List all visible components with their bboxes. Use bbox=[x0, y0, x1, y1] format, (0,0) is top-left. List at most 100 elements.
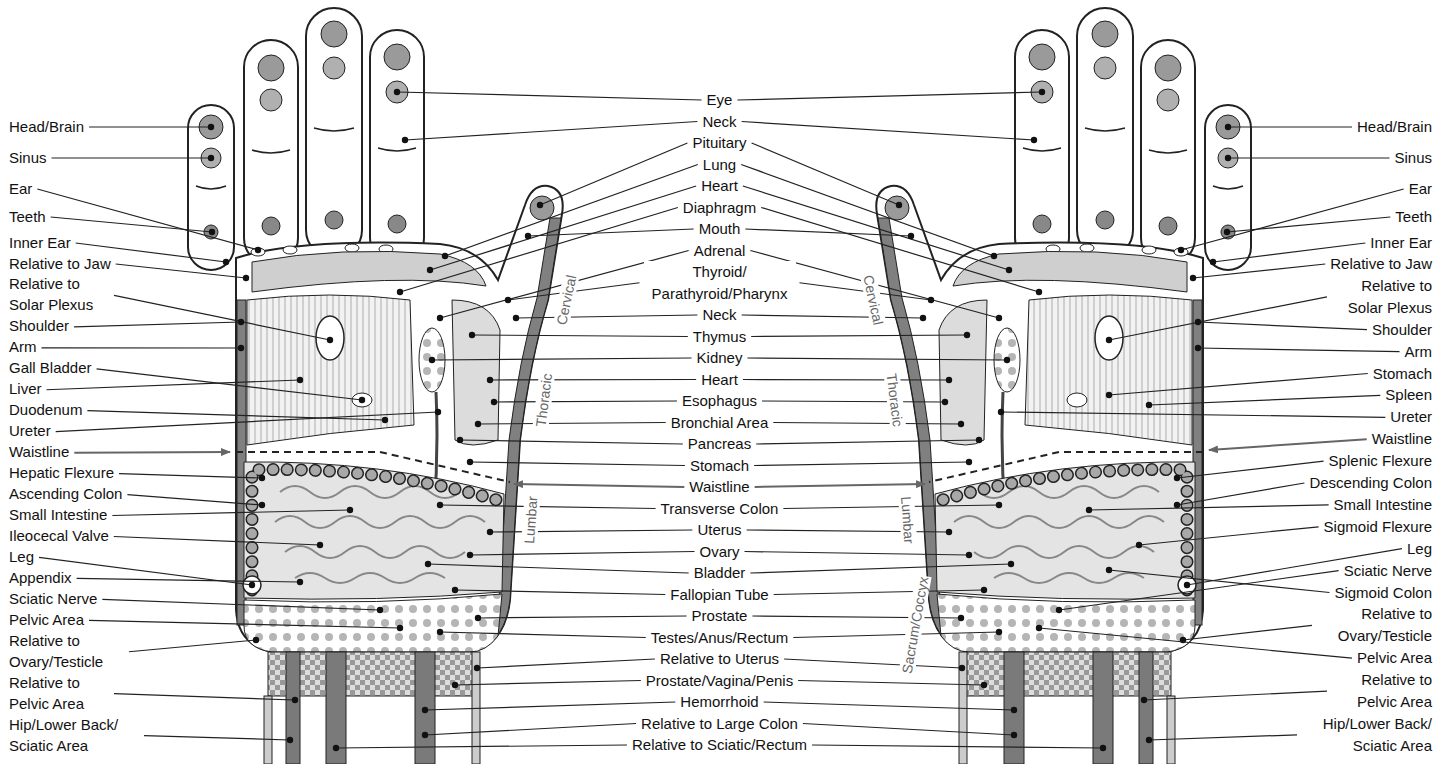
leader-dot bbox=[487, 529, 493, 535]
leader-line bbox=[1109, 297, 1327, 340]
leader-line bbox=[470, 462, 685, 466]
leader-line bbox=[528, 229, 694, 236]
leader-line bbox=[51, 217, 212, 232]
leader-line bbox=[1227, 217, 1390, 232]
leader-line bbox=[762, 401, 945, 402]
leader-dot bbox=[422, 732, 428, 738]
organ-label: Bladder bbox=[693, 562, 747, 584]
organ-label: Pancreas bbox=[687, 433, 752, 455]
leader-dot bbox=[1141, 697, 1147, 703]
leader-line bbox=[460, 440, 683, 444]
leader-dot bbox=[238, 319, 244, 325]
organ-label: Head/Brain bbox=[1356, 116, 1433, 138]
leader-dot bbox=[452, 682, 458, 688]
leader-dot bbox=[1146, 737, 1152, 743]
finger-base-zone bbox=[325, 211, 343, 229]
leader-line bbox=[432, 358, 692, 360]
organ-label: Thymus bbox=[692, 326, 747, 348]
leader-line bbox=[742, 122, 1034, 141]
leader-line bbox=[144, 736, 290, 740]
leader-line bbox=[1109, 570, 1329, 593]
leader-dot bbox=[491, 399, 497, 405]
organ-label: Liver bbox=[8, 379, 43, 400]
organ-label: Hepatic Flexure bbox=[8, 463, 115, 484]
leader-dot bbox=[287, 737, 293, 743]
organ-label: Testes/Anus/Rectum bbox=[650, 627, 790, 649]
organ-label: Ear bbox=[1408, 178, 1433, 200]
leader-line bbox=[747, 530, 949, 532]
leader-dot bbox=[896, 202, 902, 208]
leader-line bbox=[127, 495, 262, 505]
leader-dot bbox=[469, 332, 475, 338]
organ-label: Heart bbox=[700, 175, 739, 197]
finger bbox=[188, 105, 234, 270]
leader-line bbox=[745, 552, 970, 556]
leader-line bbox=[743, 379, 949, 381]
leader-line bbox=[1039, 628, 1352, 658]
leader-dot bbox=[946, 377, 952, 383]
sinus-zone bbox=[260, 89, 282, 111]
organ-label: Heart bbox=[700, 369, 739, 391]
liver-zone bbox=[247, 295, 414, 445]
leader-line bbox=[87, 411, 385, 420]
organ-label: Inner Ear bbox=[8, 233, 72, 254]
leader-dot bbox=[259, 502, 265, 508]
leader-line bbox=[56, 412, 438, 432]
organ-label: Relative to Solar Plexus bbox=[8, 274, 110, 316]
organ-label: Sinus bbox=[8, 148, 48, 169]
leader-dot bbox=[208, 124, 214, 130]
leader-dot bbox=[437, 502, 443, 508]
organ-label: Stomach bbox=[689, 455, 750, 477]
leader-line bbox=[756, 440, 979, 444]
leader-dot bbox=[297, 377, 303, 383]
organ-label: Relative to Pelvic Area bbox=[8, 673, 110, 715]
colon-beads bbox=[252, 470, 497, 590]
organ-label: Waistline bbox=[1371, 428, 1433, 450]
leader-dot bbox=[908, 233, 914, 239]
leader-dot bbox=[958, 615, 964, 621]
organ-label: Leg bbox=[8, 547, 35, 568]
organ-label: Neck bbox=[701, 304, 737, 326]
leader-line bbox=[761, 208, 1039, 293]
leader-dot bbox=[255, 247, 261, 253]
leader-line bbox=[89, 126, 211, 127]
leader-line bbox=[478, 423, 666, 425]
leader-line bbox=[1109, 374, 1368, 396]
leader-line bbox=[764, 702, 1014, 710]
leader-line bbox=[1149, 395, 1380, 405]
small-intestine-squiggle bbox=[275, 486, 485, 583]
leader-line bbox=[425, 702, 675, 710]
organ-label: Diaphragm bbox=[682, 197, 757, 219]
leader-line bbox=[803, 724, 1014, 736]
leader-line bbox=[1001, 412, 1385, 417]
waistline-arrow bbox=[74, 451, 230, 454]
fingertip-zone bbox=[384, 44, 410, 70]
organ-label: Waistline bbox=[688, 476, 750, 498]
leader-line bbox=[774, 590, 984, 595]
organ-label: Pelvic Area bbox=[8, 610, 85, 631]
leader-line bbox=[428, 564, 689, 573]
leader-line bbox=[741, 165, 994, 257]
leader-dot bbox=[377, 607, 383, 613]
leader-dot bbox=[946, 529, 952, 535]
organ-label: Inner Ear bbox=[1369, 232, 1433, 254]
organ-label: Uterus bbox=[696, 519, 742, 541]
organ-label: Ureter bbox=[1389, 406, 1433, 428]
leader-line bbox=[77, 578, 300, 582]
leader-line bbox=[430, 186, 696, 270]
waistline-dashed bbox=[236, 452, 510, 482]
organ-label: Ureter bbox=[8, 421, 52, 442]
organ-label: Ear bbox=[8, 179, 33, 200]
leader-dot bbox=[437, 315, 443, 321]
leader-line bbox=[52, 157, 211, 158]
wrist-edge bbox=[264, 696, 272, 764]
leader-line bbox=[1198, 322, 1367, 330]
leader-dot bbox=[1036, 289, 1042, 295]
organ-label: Small Intestine bbox=[1333, 494, 1433, 516]
leader-line bbox=[400, 208, 678, 293]
leader-dot bbox=[1004, 357, 1010, 363]
organ-label: Esophagus bbox=[681, 390, 758, 412]
leader-line bbox=[742, 315, 923, 318]
spine-label: Lumbar bbox=[521, 495, 540, 545]
leader-dot bbox=[964, 332, 970, 338]
